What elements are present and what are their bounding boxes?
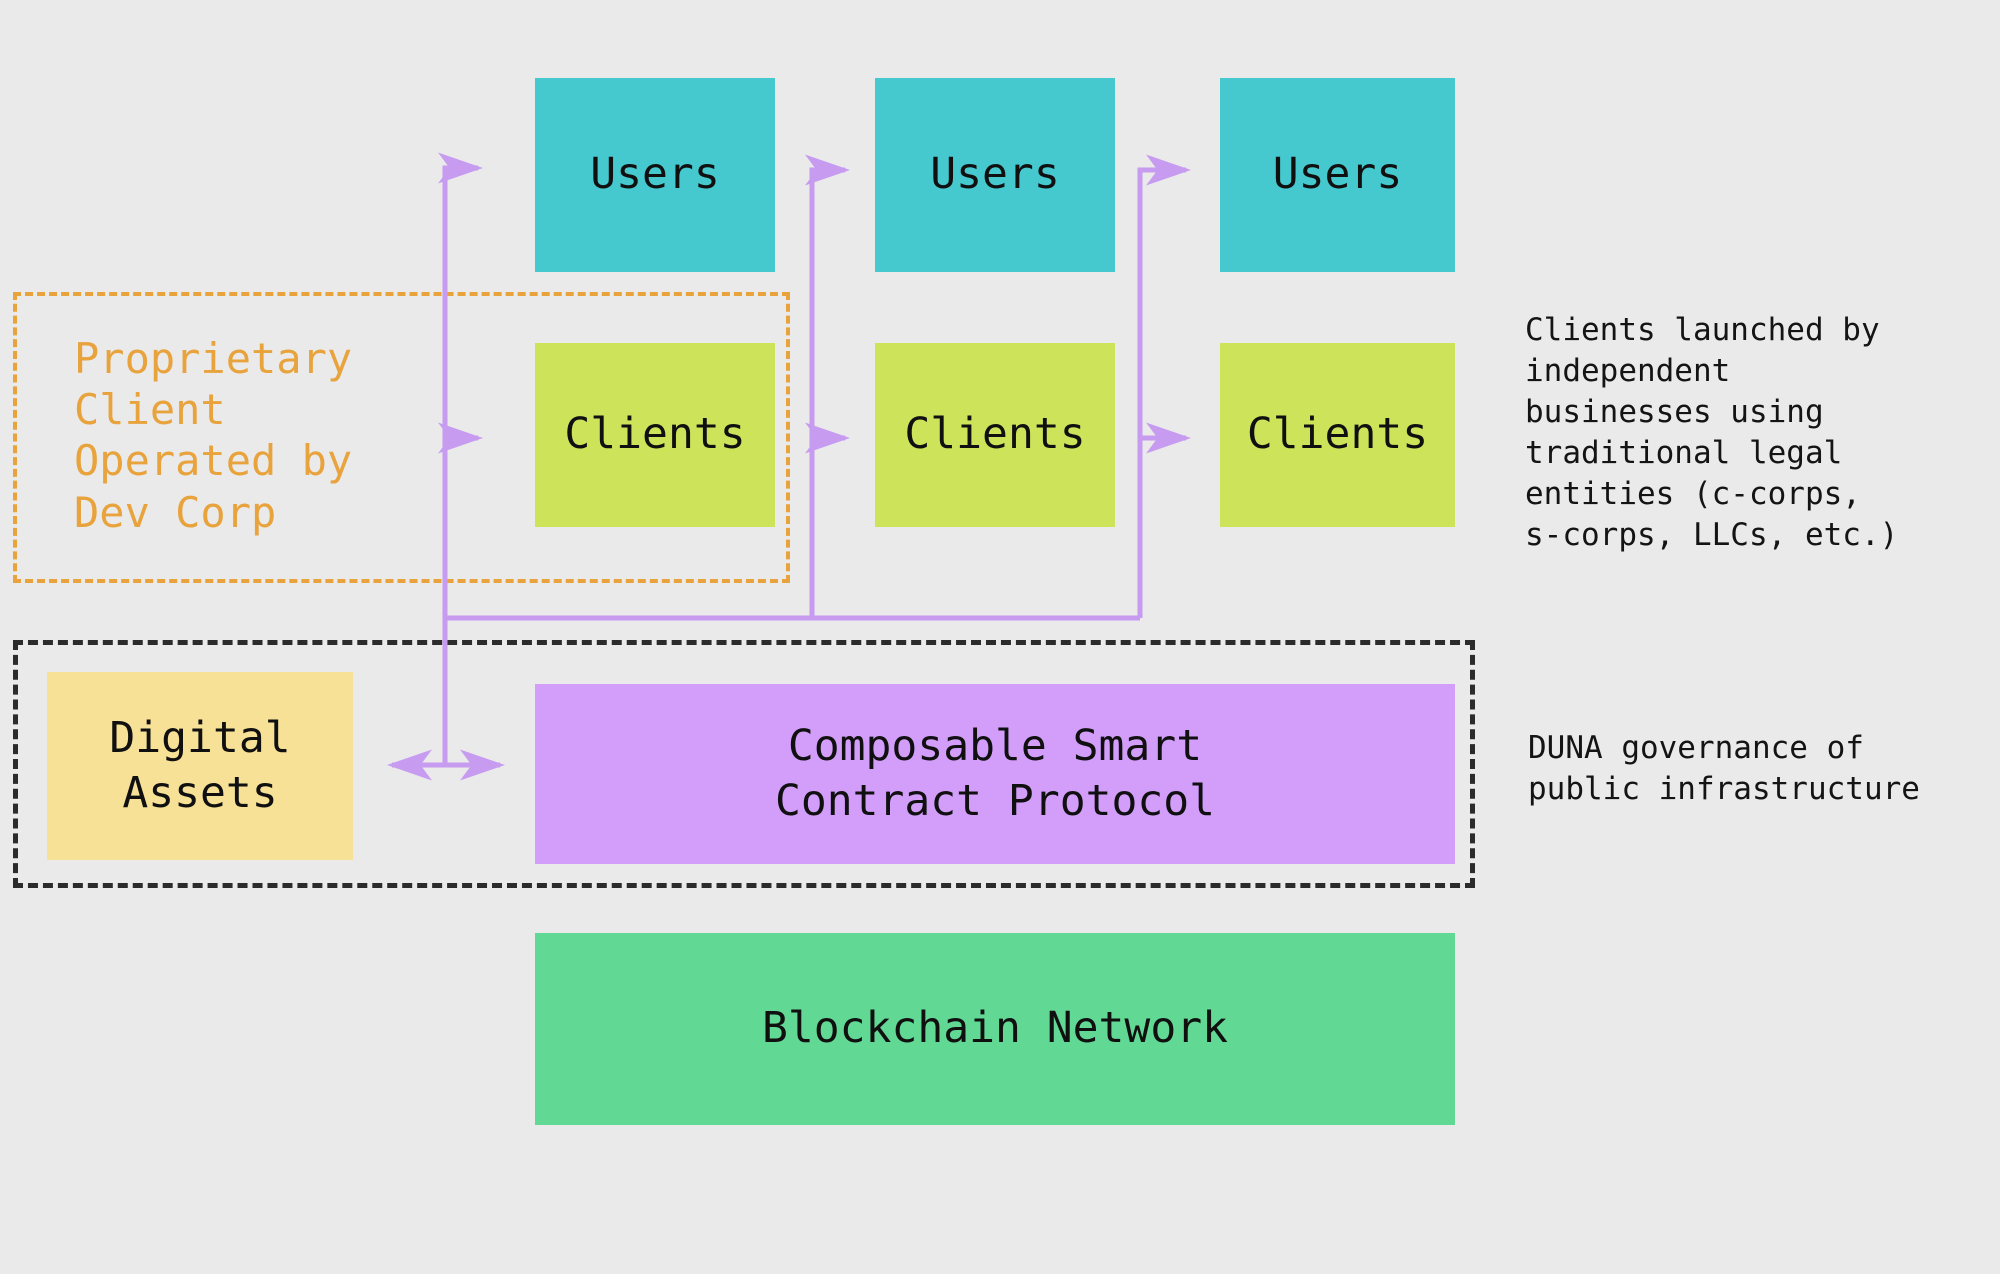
node-digital-assets[interactable]: Digital Assets	[47, 672, 353, 860]
dev-corp-group-label: Proprietary Client Operated by Dev Corp	[74, 334, 353, 537]
duna-group-boundary	[13, 640, 1475, 888]
annotation-clients-note: Clients launched by independent business…	[1525, 312, 1899, 553]
arrow-trunk-to-users-3	[1137, 154, 1191, 618]
node-blockchain-network[interactable]: Blockchain Network	[535, 933, 1455, 1125]
annotation-duna-note: DUNA governance of public infrastructure	[1528, 730, 1920, 807]
node-users-2[interactable]: Users	[875, 78, 1115, 272]
node-composable-smart-contract-protocol[interactable]: Composable Smart Contract Protocol	[535, 684, 1455, 864]
node-clients-3[interactable]: Clients	[1220, 343, 1455, 527]
node-clients-2[interactable]: Clients	[875, 343, 1115, 527]
node-users-3[interactable]: Users	[1220, 78, 1455, 272]
arrow-trunk-to-users-2	[805, 154, 850, 618]
node-clients-1[interactable]: Clients	[535, 343, 775, 527]
node-users-1[interactable]: Users	[535, 78, 775, 272]
dev-corp-group-boundary	[13, 292, 790, 583]
